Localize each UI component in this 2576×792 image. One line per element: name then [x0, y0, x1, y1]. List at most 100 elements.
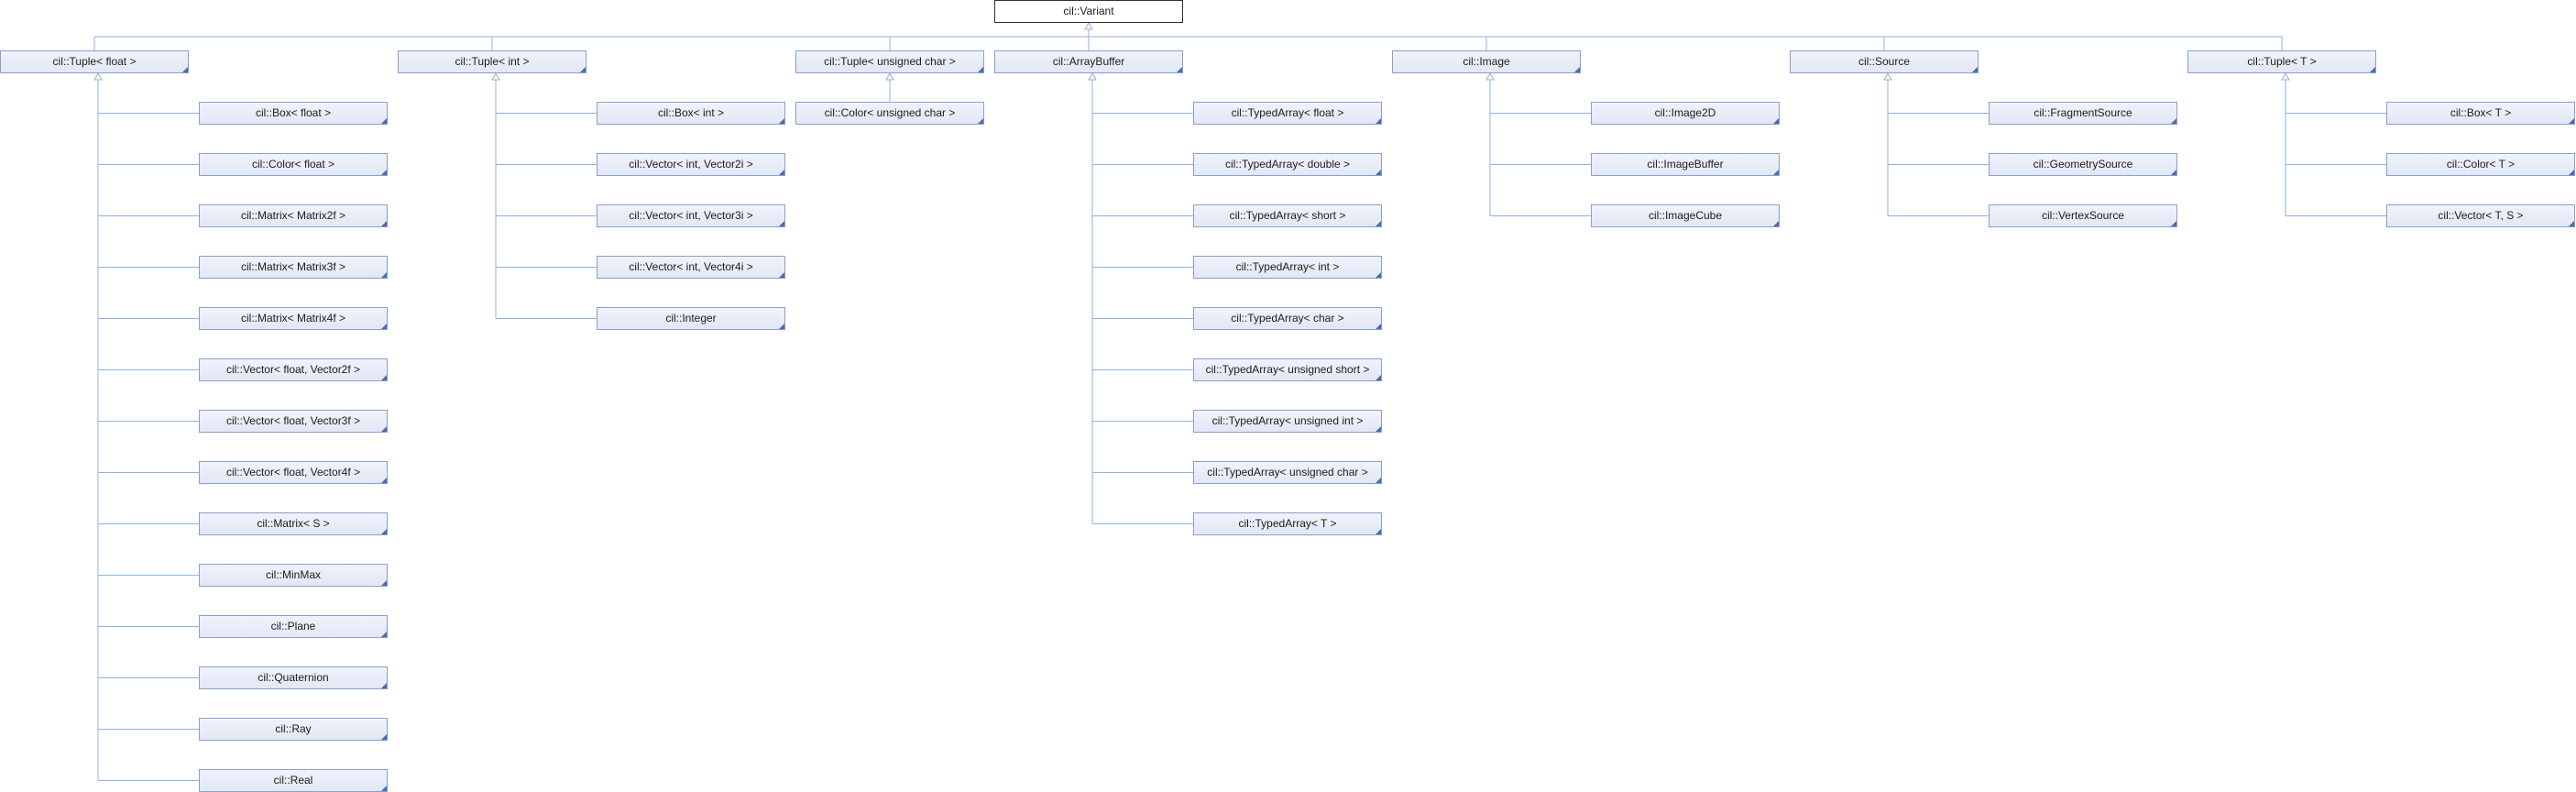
corner-marker-icon	[1376, 478, 1381, 483]
node-label: cil::ImageCube	[1648, 209, 1723, 222]
node-cil-minmax[interactable]: cil::MinMax	[199, 564, 388, 587]
node-cil-vector-float-vector4f[interactable]: cil::Vector< float, Vector4f >	[199, 461, 388, 484]
node-cil-image[interactable]: cil::Image	[1392, 50, 1581, 73]
corner-marker-icon	[381, 529, 387, 534]
node-label: cil::Tuple< unsigned char >	[824, 55, 956, 68]
node-cil-typedarray-short[interactable]: cil::TypedArray< short >	[1193, 204, 1382, 227]
node-label: cil::FragmentSource	[2033, 106, 2132, 119]
node-label: cil::Real	[273, 774, 313, 786]
corner-marker-icon	[381, 221, 387, 226]
node-label: cil::Variant	[1063, 5, 1114, 17]
node-cil-typedarray-char[interactable]: cil::TypedArray< char >	[1193, 307, 1382, 330]
corner-marker-icon	[1773, 221, 1779, 226]
node-label: cil::TypedArray< unsigned char >	[1207, 466, 1368, 478]
corner-marker-icon	[1376, 324, 1381, 329]
corner-marker-icon	[381, 170, 387, 175]
node-cil-box-int[interactable]: cil::Box< int >	[597, 102, 785, 125]
node-cil-matrix-s[interactable]: cil::Matrix< S >	[199, 512, 388, 535]
arrowhead-icon	[1088, 72, 1097, 81]
node-cil-vector-t-s[interactable]: cil::Vector< T, S >	[2386, 204, 2575, 227]
corner-marker-icon	[1574, 67, 1580, 72]
node-label: cil::TypedArray< float >	[1231, 106, 1344, 119]
node-cil-imagebuffer[interactable]: cil::ImageBuffer	[1591, 153, 1780, 176]
node-label: cil::MinMax	[265, 568, 321, 581]
corner-marker-icon	[2370, 67, 2375, 72]
corner-marker-icon	[2569, 118, 2574, 124]
corner-marker-icon	[978, 118, 983, 124]
node-label: cil::Matrix< Matrix3f >	[240, 260, 346, 273]
corner-marker-icon	[1177, 67, 1182, 72]
node-cil-typedarray-unsigned-int[interactable]: cil::TypedArray< unsigned int >	[1193, 410, 1382, 433]
corner-marker-icon	[1376, 529, 1381, 534]
node-label: cil::TypedArray< unsigned short >	[1205, 363, 1370, 376]
node-cil-matrix-matrix3f[interactable]: cil::Matrix< Matrix3f >	[199, 256, 388, 279]
arrowhead-icon	[2281, 72, 2290, 81]
node-cil-tuple-int[interactable]: cil::Tuple< int >	[398, 50, 586, 73]
node-cil-typedarray-int[interactable]: cil::TypedArray< int >	[1193, 256, 1382, 279]
corner-marker-icon	[779, 118, 784, 124]
node-cil-typedarray-double[interactable]: cil::TypedArray< double >	[1193, 153, 1382, 176]
node-cil-geometrysource[interactable]: cil::GeometrySource	[1989, 153, 2177, 176]
node-cil-arraybuffer[interactable]: cil::ArrayBuffer	[994, 50, 1183, 73]
node-label: cil::ImageBuffer	[1647, 158, 1724, 170]
corner-marker-icon	[1376, 221, 1381, 226]
corner-marker-icon	[2171, 170, 2176, 175]
node-label: cil::Quaternion	[258, 671, 329, 684]
node-label: cil::Box< float >	[255, 106, 332, 119]
node-cil-vertexsource[interactable]: cil::VertexSource	[1989, 204, 2177, 227]
node-label: cil::Ray	[275, 722, 312, 735]
node-cil-matrix-matrix2f[interactable]: cil::Matrix< Matrix2f >	[199, 204, 388, 227]
corner-marker-icon	[381, 375, 387, 380]
node-cil-color-float[interactable]: cil::Color< float >	[199, 153, 388, 176]
node-cil-imagecube[interactable]: cil::ImageCube	[1591, 204, 1780, 227]
corner-marker-icon	[779, 272, 784, 278]
corner-marker-icon	[1376, 375, 1381, 380]
node-label: cil::TypedArray< short >	[1229, 209, 1346, 222]
node-cil-matrix-matrix4f[interactable]: cil::Matrix< Matrix4f >	[199, 307, 388, 330]
corner-marker-icon	[381, 580, 387, 586]
node-label: cil::Box< int >	[657, 106, 725, 119]
corner-marker-icon	[1376, 170, 1381, 175]
node-cil-color-unsigned-char[interactable]: cil::Color< unsigned char >	[795, 102, 984, 125]
node-cil-typedarray-t[interactable]: cil::TypedArray< T >	[1193, 512, 1382, 535]
node-label: cil::Source	[1858, 55, 1911, 68]
node-cil-vector-int-vector4i[interactable]: cil::Vector< int, Vector4i >	[597, 256, 785, 279]
node-cil-source[interactable]: cil::Source	[1790, 50, 1979, 73]
node-cil-quaternion[interactable]: cil::Quaternion	[199, 666, 388, 689]
node-label: cil::Vector< int, Vector3i >	[629, 209, 753, 222]
corner-marker-icon	[381, 683, 387, 688]
node-cil-tuple-t[interactable]: cil::Tuple< T >	[2187, 50, 2376, 73]
node-cil-integer[interactable]: cil::Integer	[597, 307, 785, 330]
node-cil-vector-int-vector2i[interactable]: cil::Vector< int, Vector2i >	[597, 153, 785, 176]
node-label: cil::Image	[1463, 55, 1510, 68]
node-label: cil::GeometrySource	[2033, 158, 2133, 170]
node-cil-color-t[interactable]: cil::Color< T >	[2386, 153, 2575, 176]
node-cil-typedarray-unsigned-char[interactable]: cil::TypedArray< unsigned char >	[1193, 461, 1382, 484]
node-cil-tuple-unsigned-char[interactable]: cil::Tuple< unsigned char >	[795, 50, 984, 73]
node-label: cil::Color< unsigned char >	[824, 106, 956, 119]
arrowhead-icon	[491, 72, 500, 81]
node-cil-ray[interactable]: cil::Ray	[199, 718, 388, 741]
node-label: cil::Vector< int, Vector2i >	[629, 158, 753, 170]
node-label: cil::Color< float >	[251, 158, 335, 170]
node-cil-fragmentsource[interactable]: cil::FragmentSource	[1989, 102, 2177, 125]
corner-marker-icon	[381, 786, 387, 791]
corner-marker-icon	[381, 324, 387, 329]
node-cil-vector-float-vector3f[interactable]: cil::Vector< float, Vector3f >	[199, 410, 388, 433]
node-cil-box-float[interactable]: cil::Box< float >	[199, 102, 388, 125]
node-cil-box-t[interactable]: cil::Box< T >	[2386, 102, 2575, 125]
node-cil-tuple-float[interactable]: cil::Tuple< float >	[0, 50, 189, 73]
node-cil-typedarray-float[interactable]: cil::TypedArray< float >	[1193, 102, 1382, 125]
node-cil-vector-int-vector3i[interactable]: cil::Vector< int, Vector3i >	[597, 204, 785, 227]
node-cil-plane[interactable]: cil::Plane	[199, 615, 388, 638]
node-cil-typedarray-unsigned-short[interactable]: cil::TypedArray< unsigned short >	[1193, 358, 1382, 381]
corner-marker-icon	[2569, 221, 2574, 226]
node-cil-real[interactable]: cil::Real	[199, 769, 388, 792]
node-label: cil::Tuple< T >	[2247, 55, 2317, 68]
node-cil-vector-float-vector2f[interactable]: cil::Vector< float, Vector2f >	[199, 358, 388, 381]
corner-marker-icon	[381, 118, 387, 124]
node-label: cil::Vector< float, Vector3f >	[225, 414, 361, 427]
node-cil-variant[interactable]: cil::Variant	[994, 0, 1183, 23]
node-cil-image2d[interactable]: cil::Image2D	[1591, 102, 1780, 125]
